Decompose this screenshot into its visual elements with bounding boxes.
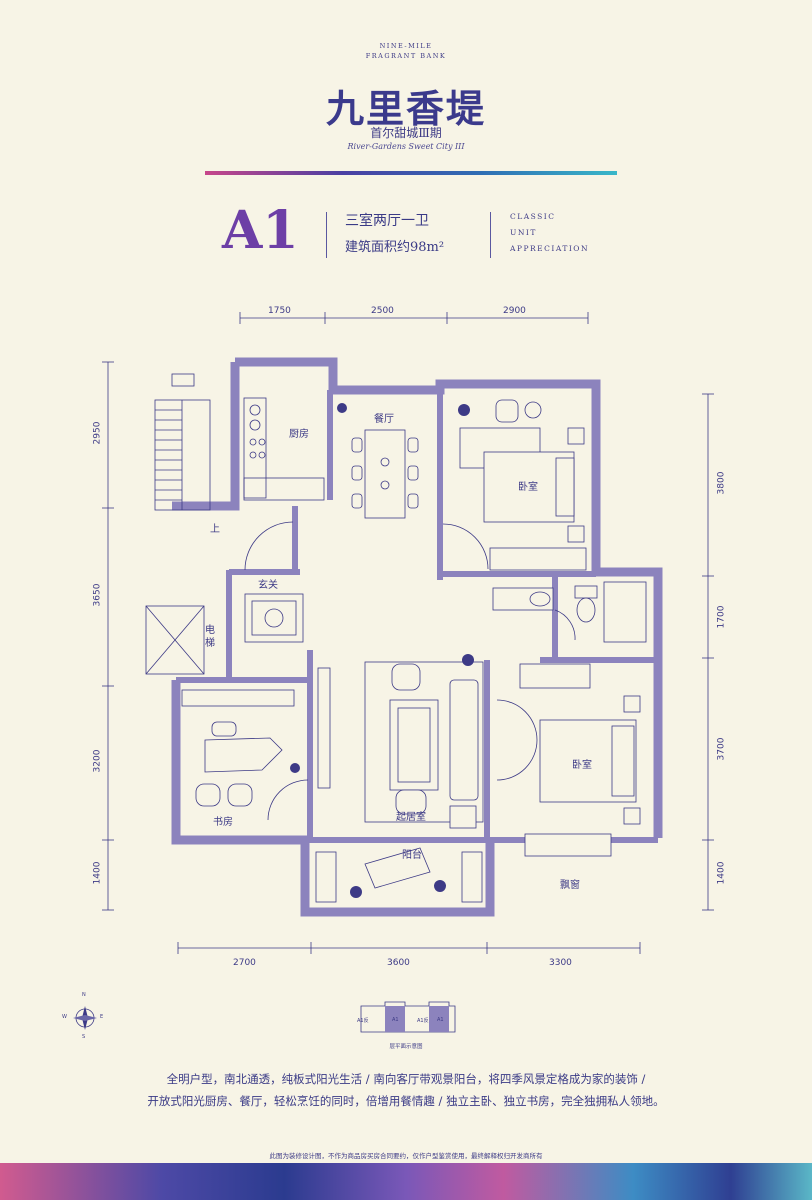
- dimension-bottom-3: 3300: [549, 958, 572, 968]
- dimension-lines: [102, 312, 714, 954]
- room-label-bedroom-south: 卧室: [572, 760, 592, 771]
- dimension-right-2: 1700: [716, 605, 727, 629]
- decorative-band-top: [205, 171, 617, 175]
- door-swings: [244, 521, 576, 821]
- room-label-elevator: 电梯: [205, 625, 215, 649]
- keyplan-label-3: A1反: [417, 1018, 429, 1024]
- brand-subtitle: 首尔甜城Ⅲ期: [370, 126, 442, 140]
- unit-area: 建筑面积约98m²: [345, 240, 445, 255]
- room-label-balcony: 阳台: [402, 850, 422, 861]
- divider: [326, 212, 327, 258]
- dimension-top-3: 2900: [503, 306, 526, 316]
- room-label-bedroom-north: 卧室: [518, 482, 538, 493]
- compass-south: S: [82, 1034, 86, 1040]
- compass-icon: [73, 1006, 97, 1030]
- north-bedroom-furniture: [459, 399, 587, 571]
- foyer-rug: [244, 593, 304, 643]
- keyplan-caption: 层平面示意图: [389, 1044, 423, 1050]
- dimension-bottom-1: 2700: [233, 958, 256, 968]
- study-furniture: [181, 689, 295, 807]
- description-line2: 开放式阳光厨房、餐厅，轻松烹饪的同时，倍增用餐情趣 / 独立主卧、独立书房，完全…: [147, 1094, 665, 1108]
- room-label-bay-window: 飘窗: [560, 880, 580, 891]
- floor-plan: [102, 312, 714, 954]
- stairs: [154, 373, 211, 511]
- unit-type: 三室两厅一卫: [345, 213, 429, 229]
- unit-code: A1: [222, 200, 299, 261]
- south-bedroom-furniture: [519, 663, 641, 857]
- compass-west: W: [62, 1014, 67, 1020]
- elevator-shaft: [145, 605, 205, 675]
- dimension-right-4: 1400: [716, 861, 727, 885]
- description-line1: 全明户型，南北通透，纯板式阳光生活 / 南向客厅带观景阳台，将四季风景定格成为家…: [166, 1072, 646, 1086]
- decorative-band-bottom: [0, 1163, 812, 1200]
- room-label-study: 书房: [213, 817, 233, 828]
- balcony-furniture: [315, 847, 483, 903]
- brand-english-line2: FRAGRANT BANK: [365, 52, 447, 60]
- dimension-top-2: 2500: [371, 306, 394, 316]
- kitchen-counter: [243, 397, 325, 501]
- appreciation-label: APPRECIATION: [510, 244, 590, 253]
- dimension-top-1: 1750: [268, 306, 291, 316]
- brand-english-line1: NINE-MILE: [379, 42, 433, 50]
- brand-logo-name: 九里香堤: [325, 86, 486, 131]
- room-label-living: 起居室: [396, 812, 426, 823]
- brand-subtitle-english: River-Gardens Sweet City III: [347, 142, 465, 151]
- dining-table: [351, 429, 419, 519]
- dimension-left-3: 3200: [92, 749, 103, 773]
- room-label-dining: 餐厅: [374, 414, 394, 425]
- dimension-bottom-2: 3600: [387, 958, 410, 968]
- keyplan-label-1: A1反: [357, 1018, 369, 1024]
- compass-east: E: [100, 1014, 104, 1020]
- dimension-right-1: 3800: [716, 471, 727, 495]
- room-label-kitchen: 厨房: [289, 429, 309, 440]
- compass-north: N: [82, 992, 86, 998]
- disclaimer: 此图为装修设计图，不作为商品房买房合同要约，仅作户型鉴赏使用，最终解释权归开发商…: [269, 1152, 543, 1160]
- dimension-left-4: 1400: [92, 861, 103, 885]
- divider: [490, 212, 491, 258]
- living-room-furniture: [317, 661, 484, 829]
- dimension-right-3: 3700: [716, 737, 727, 761]
- bathroom-fixtures: [492, 581, 647, 643]
- key-plan: [360, 1001, 456, 1033]
- dimension-left-2: 3650: [92, 583, 103, 607]
- keyplan-label-4: A1: [437, 1017, 444, 1023]
- classic-label: CLASSIC: [510, 212, 556, 221]
- interior-walls: [176, 366, 658, 843]
- room-label-foyer: 玄关: [258, 580, 278, 591]
- unit-label: UNIT: [510, 228, 537, 237]
- dimension-left-1: 2950: [92, 421, 103, 445]
- stairs-up-label: 上: [210, 524, 220, 535]
- keyplan-label-2: A1: [392, 1017, 399, 1023]
- plant-decor: [290, 403, 474, 898]
